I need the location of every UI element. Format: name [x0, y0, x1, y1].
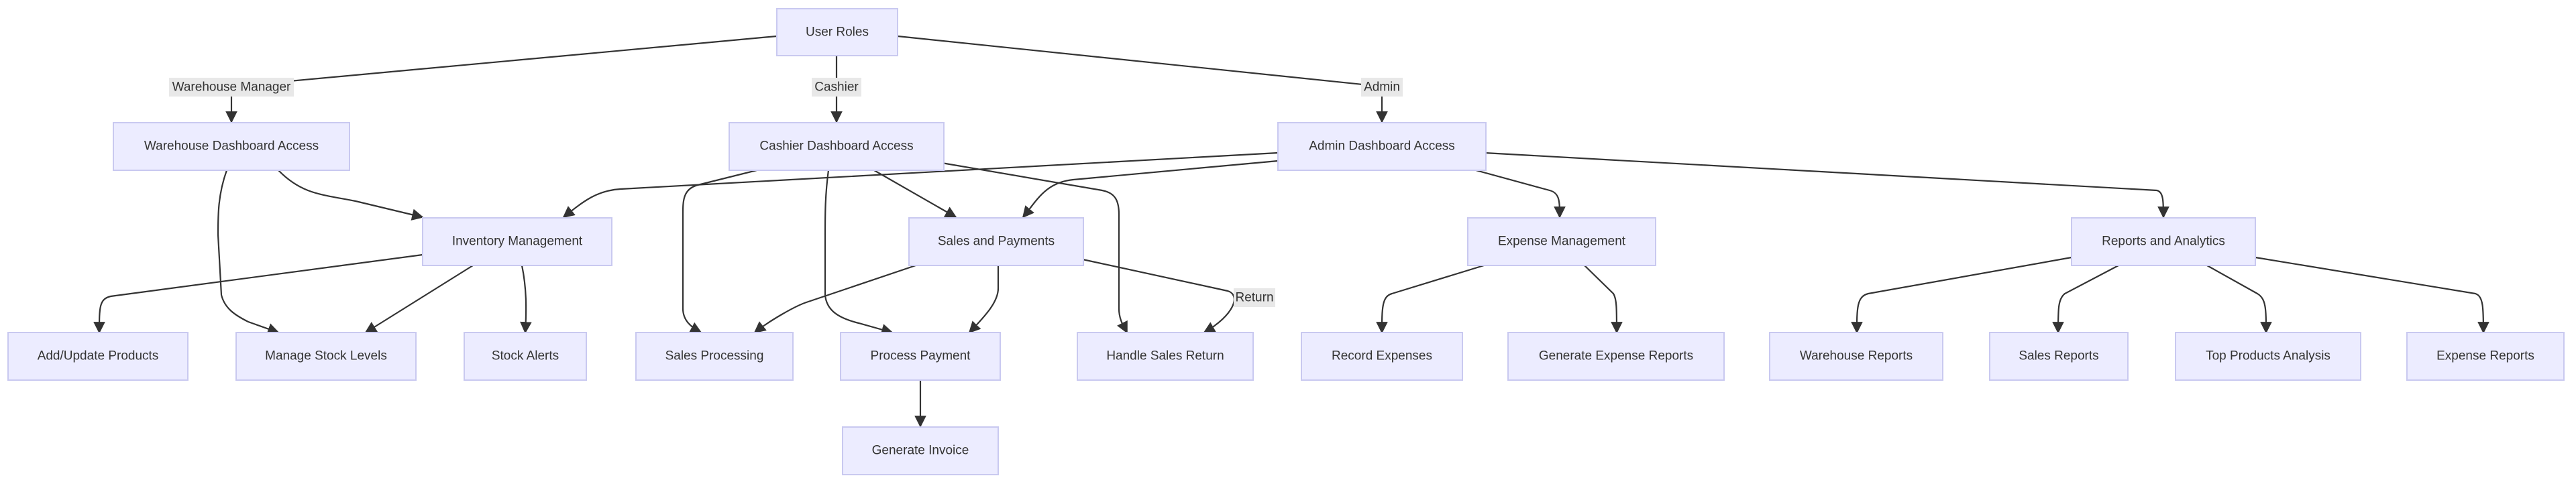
svg-text:Sales and Payments: Sales and Payments — [938, 235, 1055, 249]
edge-cashier-dashboard-to-sales-and-payments — [873, 170, 957, 218]
node-cashier-dashboard-access: Cashier Dashboard Access — [729, 122, 945, 171]
node-reports-and-analytics: Reports and Analytics — [2071, 217, 2256, 266]
svg-text:Generate Expense Reports: Generate Expense Reports — [1539, 349, 1693, 363]
node-top-products-analysis: Top Products Analysis — [2175, 332, 2361, 381]
svg-text:Admin: Admin — [1364, 80, 1400, 95]
svg-text:Expense Management: Expense Management — [1498, 235, 1626, 249]
node-sales-reports: Sales Reports — [1989, 332, 2129, 381]
edge-admin-dashboard-to-inventory-management — [562, 152, 1279, 219]
svg-text:Generate Invoice: Generate Invoice — [872, 444, 969, 458]
node-process-payment: Process Payment — [840, 332, 1001, 381]
svg-text:Admin Dashboard Access: Admin Dashboard Access — [1309, 139, 1455, 154]
node-sales-processing: Sales Processing — [635, 332, 794, 381]
svg-text:Return: Return — [1235, 291, 1273, 305]
svg-text:Add/Update Products: Add/Update Products — [38, 349, 159, 363]
edge-inventory-management-to-stock-alerts — [520, 265, 532, 334]
svg-text:Top Products Analysis: Top Products Analysis — [2206, 349, 2330, 363]
node-stock-alerts: Stock Alerts — [464, 332, 587, 381]
svg-text:Record Expenses: Record Expenses — [1332, 349, 1432, 363]
svg-text:Expense Reports: Expense Reports — [2436, 349, 2534, 363]
node-record-expenses: Record Expenses — [1301, 332, 1463, 381]
svg-text:Warehouse Manager: Warehouse Manager — [172, 80, 291, 95]
node-sales-and-payments: Sales and Payments — [908, 217, 1084, 266]
edge-cashier-dashboard-to-sales-processing — [682, 169, 757, 333]
node-expense-reports: Expense Reports — [2406, 332, 2565, 381]
node-generate-invoice: Generate Invoice — [842, 426, 999, 475]
edge-inventory-management-to-manage-stock-levels — [364, 265, 474, 333]
edge-reports-and-analytics-to-top-products-analysis — [2206, 265, 2272, 334]
edge-inventory-management-to-add-update-products — [93, 253, 423, 334]
edge-cashier-dashboard-to-handle-sales-return — [937, 161, 1128, 334]
edge-user-roles-to-admin-dashboard — [897, 35, 1388, 123]
svg-text:Stock Alerts: Stock Alerts — [492, 349, 559, 363]
edge-label-cashier: Cashier — [812, 78, 861, 97]
svg-text:Warehouse Dashboard Access: Warehouse Dashboard Access — [144, 139, 319, 154]
node-expense-management: Expense Management — [1467, 217, 1656, 266]
node-user-roles: User Roles — [776, 8, 898, 56]
edge-reports-and-analytics-to-expense-reports — [2255, 256, 2489, 334]
edge-cashier-dashboard-to-process-payment — [824, 170, 894, 336]
edge-reports-and-analytics-to-warehouse-reports — [1851, 256, 2072, 334]
edge-label-admin: Admin — [1361, 78, 1403, 97]
svg-text:Warehouse Reports: Warehouse Reports — [1800, 349, 1913, 363]
svg-text:Manage Stock Levels: Manage Stock Levels — [265, 349, 387, 363]
svg-text:User Roles: User Roles — [806, 25, 869, 40]
svg-text:Sales Processing: Sales Processing — [665, 349, 764, 363]
svg-text:Process Payment: Process Payment — [871, 349, 971, 363]
node-generate-expense-reports: Generate Expense Reports — [1507, 332, 1725, 381]
edge-reports-and-analytics-to-sales-reports — [2052, 265, 2119, 334]
svg-text:Handle Sales Return: Handle Sales Return — [1106, 349, 1224, 363]
svg-text:Reports and Analytics: Reports and Analytics — [2102, 235, 2225, 249]
node-handle-sales-return: Handle Sales Return — [1077, 332, 1254, 381]
edge-admin-dashboard-to-sales-and-payments — [1022, 160, 1279, 219]
edge-admin-dashboard-to-expense-management — [1475, 169, 1566, 219]
edge-sales-and-payments-to-sales-processing — [753, 264, 916, 334]
edge-warehouse-dashboard-to-inventory-management — [278, 170, 424, 221]
svg-text:Sales Reports: Sales Reports — [2019, 349, 2098, 363]
edge-sales-and-payments-to-process-payment — [968, 265, 1000, 334]
edge-sales-and-payments-to-handle-sales-return — [1082, 258, 1235, 333]
edge-label-warehouse-manager: Warehouse Manager — [169, 78, 294, 97]
node-add-update-products: Add/Update Products — [7, 332, 189, 381]
node-warehouse-reports: Warehouse Reports — [1769, 332, 1943, 381]
edge-warehouse-dashboard-to-manage-stock-levels — [217, 170, 280, 335]
node-admin-dashboard-access: Admin Dashboard Access — [1277, 122, 1487, 171]
edge-expense-management-to-record-expenses — [1376, 264, 1485, 334]
svg-text:Inventory Management: Inventory Management — [452, 235, 583, 249]
node-inventory-management: Inventory Management — [422, 217, 612, 266]
node-manage-stock-levels: Manage Stock Levels — [235, 332, 417, 381]
edge-admin-dashboard-to-reports-and-analytics — [1484, 152, 2169, 219]
edge-expense-management-to-generate-expense-reports — [1584, 265, 1623, 334]
node-warehouse-dashboard-access: Warehouse Dashboard Access — [113, 122, 350, 171]
svg-text:Cashier: Cashier — [814, 80, 859, 95]
svg-text:Cashier Dashboard Access: Cashier Dashboard Access — [759, 139, 913, 154]
edge-user-roles-to-warehouse-dashboard — [225, 35, 777, 123]
edge-label-return: Return — [1234, 288, 1275, 307]
